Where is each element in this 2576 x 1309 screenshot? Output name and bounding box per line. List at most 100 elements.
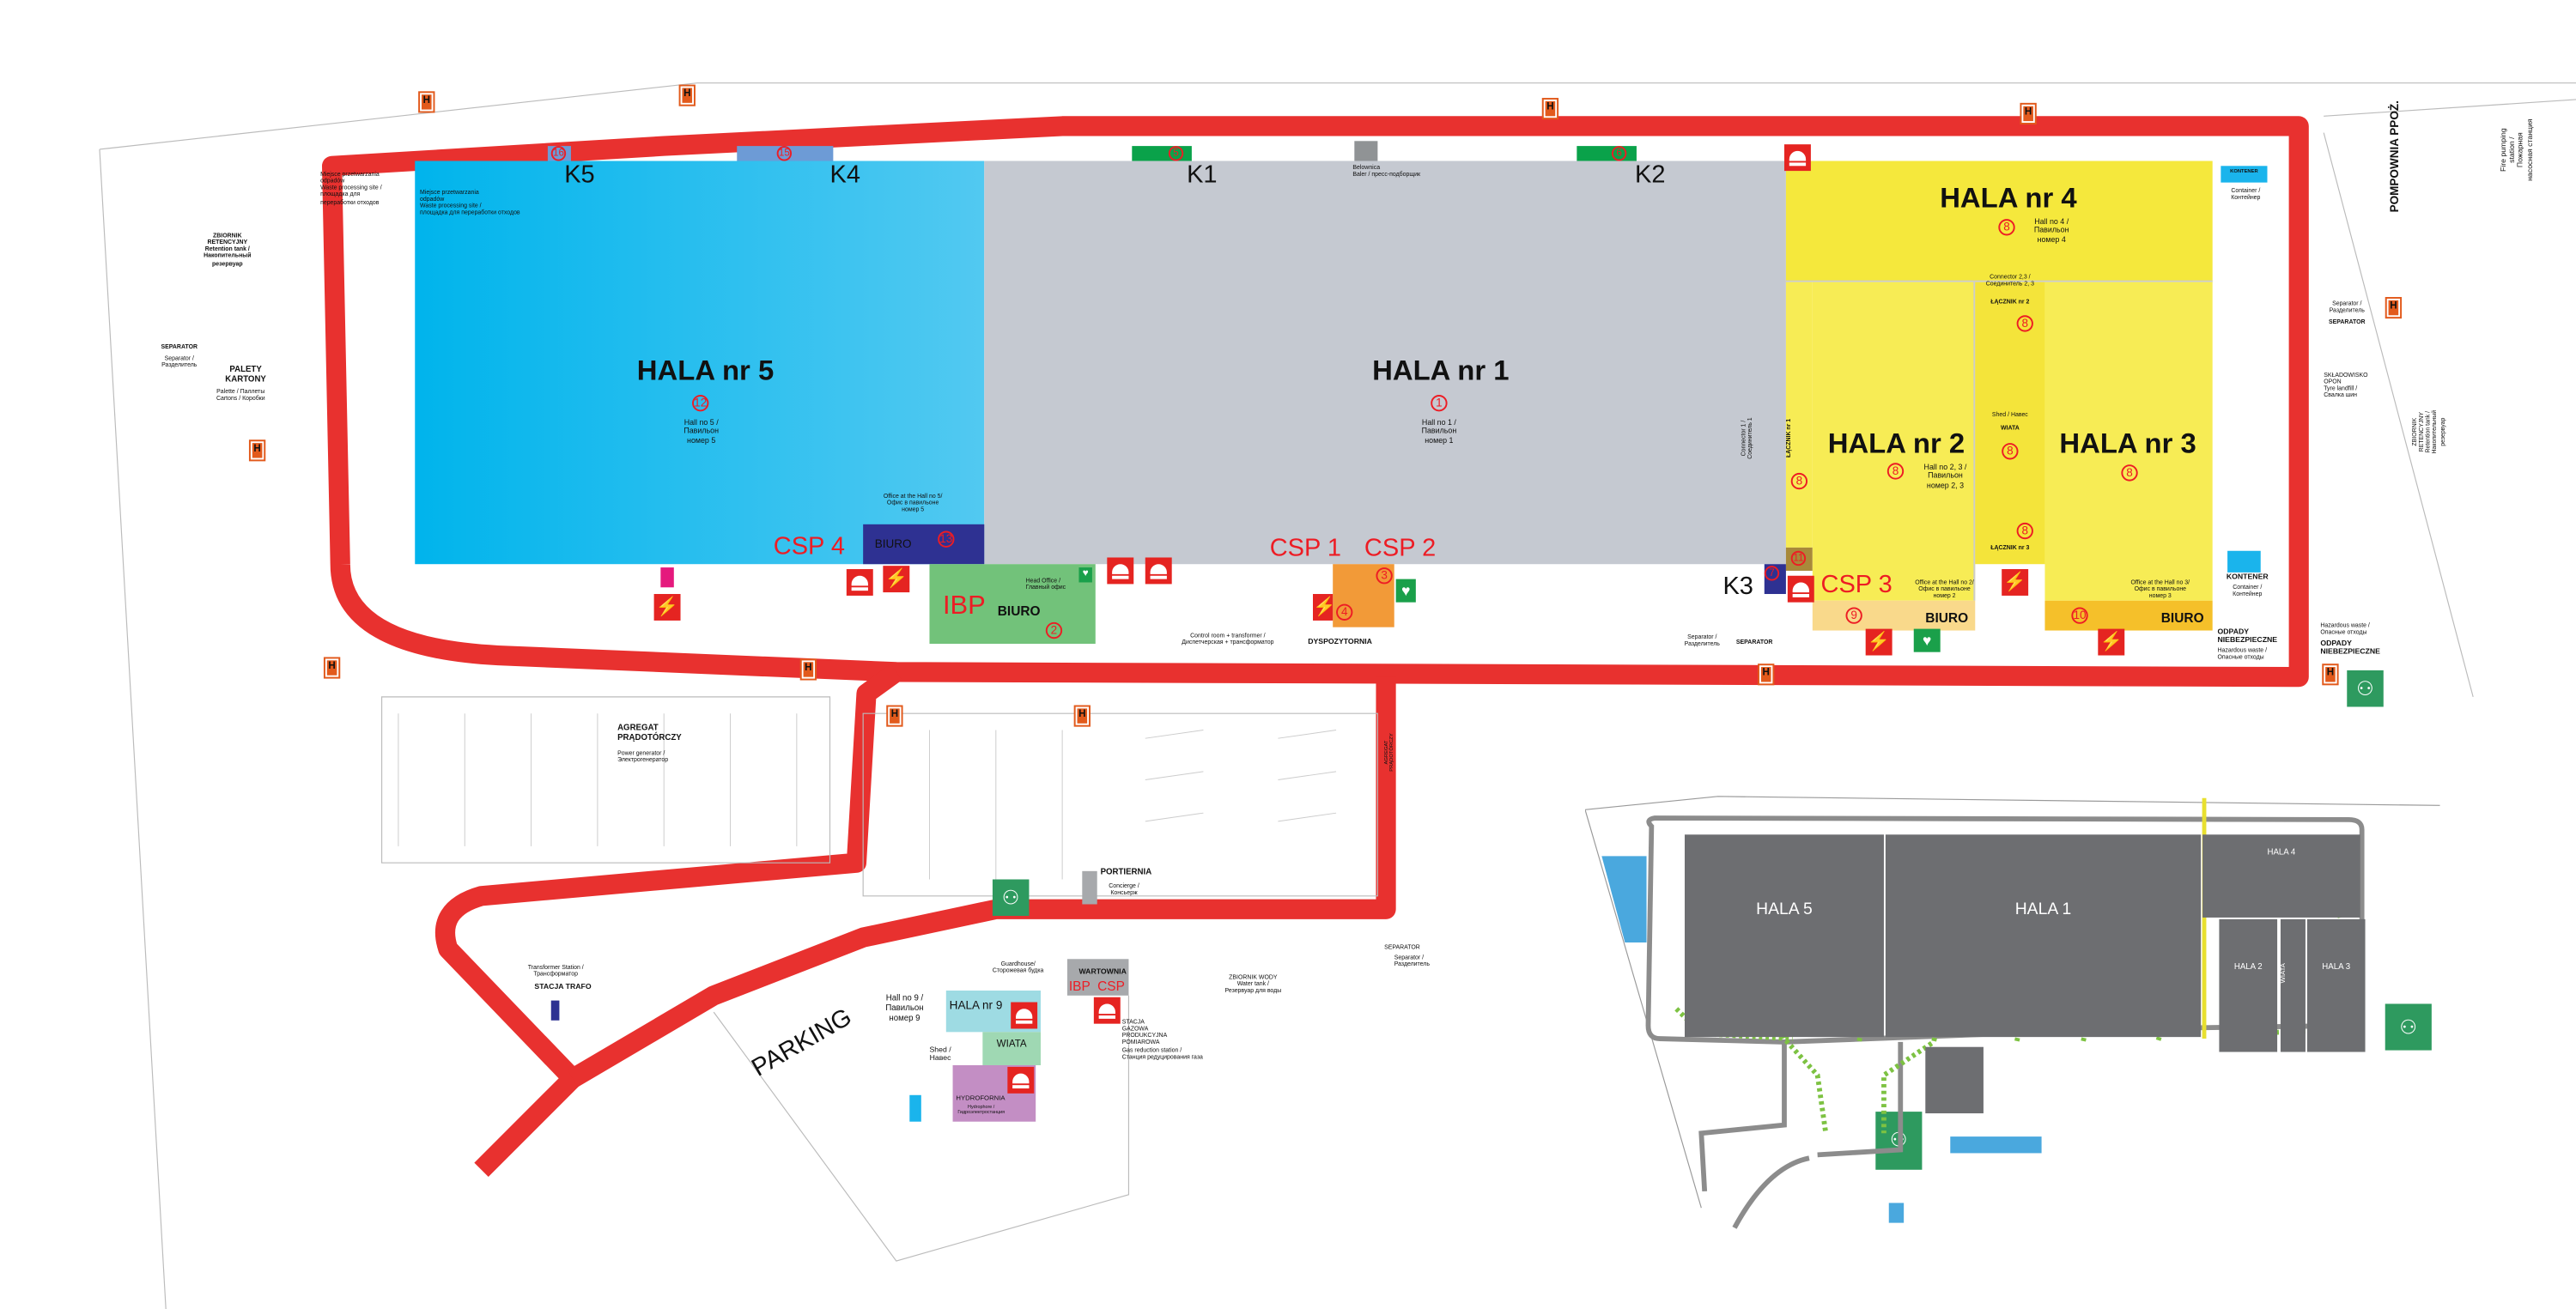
shed-9[interactable] [982, 1032, 1041, 1065]
entrance-road [434, 664, 902, 1177]
pump-station-label: POMPOWNIA PPOŻ. [2390, 100, 2403, 213]
waste-site-label: Miejsce przetwarzania odpadów Waste proc… [420, 189, 520, 217]
separator-south-desc: Separator / Разделитель [1394, 954, 1430, 968]
fire-alarm-bell-icon[interactable] [1787, 575, 1814, 603]
concierge[interactable] [1082, 870, 1097, 905]
portiernia-label: PORTIERNIA [1100, 867, 1152, 878]
retention-tank-right: ZBIORNIK RETENCYJNY Retention tank / Нак… [2411, 409, 2445, 454]
hall-2[interactable] [1812, 282, 1976, 601]
head-office[interactable] [929, 564, 1096, 645]
gate-k4: K4 [829, 161, 860, 190]
assembly-point-icon[interactable]: ⚇ [2385, 1003, 2432, 1051]
hydrant-icon: H [248, 439, 266, 462]
fire-alarm-bell-icon[interactable] [846, 569, 873, 596]
csp-3-label: CSP 3 [1820, 570, 1893, 599]
connector-1-number: 8 [1790, 472, 1808, 490]
fire-alarm-bell-icon[interactable] [1783, 144, 1811, 172]
connector-1-label: Connector 1 / Соединитель 1 [1740, 417, 1754, 459]
hydrant-icon: H [678, 84, 696, 106]
fire-alarm-bell-icon[interactable] [1011, 1002, 1038, 1029]
hall-1-title: HALA nr 1 [1372, 355, 1510, 387]
ibp-csp-label: IBP CSP [1068, 978, 1125, 993]
water-tank-label: ZBIORNIK WODY Water tank / Резервуар для… [1224, 973, 1282, 995]
wiata-number: 8 [2002, 443, 2019, 460]
minimap-wiata-label: WIATA [2278, 963, 2287, 984]
hydrant-icon: H [2385, 297, 2403, 319]
hydrant-icon: H [1541, 98, 1559, 120]
hall-2-number: 8 [1886, 463, 1905, 480]
hydrant-icon: H [418, 91, 435, 113]
shed-wiata[interactable] [1975, 282, 2045, 565]
shed-label: Shed / Навес [1991, 411, 2028, 419]
electrical-switchboard-icon[interactable]: ⚡ [1865, 628, 1893, 656]
electrical-switchboard-icon[interactable]: ⚡ [2002, 569, 2029, 596]
control-room-label: Control room + transformer / Диспетчерск… [1182, 632, 1274, 646]
dyspozytornia-label: DYSPOZYTORNIA [1308, 637, 1372, 645]
hall-5[interactable] [415, 161, 985, 565]
aed-icon[interactable]: ♥ [1395, 579, 1416, 603]
minimap-wiata: WIATA [2278, 918, 2306, 1052]
gate-15-number: 15 [776, 146, 793, 161]
hall-4-desc: Hall no 4 / Павильон номер 4 [2033, 217, 2069, 244]
electrical-switchboard-icon[interactable]: ⚡ [653, 594, 681, 621]
aed-icon[interactable]: ♥ [1913, 628, 1941, 652]
office-hall-5-label: Office at the Hall no 5/ Офис в павильон… [883, 493, 943, 513]
transformer-desc: Transformer Station / Трансформатор [527, 964, 584, 978]
assembly-point-icon[interactable]: ⚇ [2347, 670, 2384, 707]
electrical-switchboard-icon[interactable]: ⚡ [1313, 594, 1335, 621]
minimap-hall-4-label: HALA 4 [2267, 847, 2296, 858]
hazard-waste-right-desc: Hazardous waste / Опасные отходы [2320, 621, 2370, 636]
connector-1[interactable] [1785, 282, 1813, 548]
fire-alarm-bell-icon[interactable] [1007, 1066, 1035, 1094]
office-hall-5[interactable] [863, 524, 985, 565]
hall-4-number: 8 [1998, 219, 2015, 236]
separator-right-title: SEPARATOR [2329, 318, 2366, 325]
waste-site-left-label: Miejsce przetwarzania odpadów Waste proc… [320, 171, 382, 205]
office-hall-2-biuro: BIURO [1925, 610, 1969, 626]
hall-1[interactable] [984, 161, 1786, 565]
electrical-switchboard-icon[interactable]: ⚡ [2098, 628, 2125, 656]
lacznik-3-label: ŁĄCZNIK nr 3 [1990, 544, 2030, 551]
office-hall-3-number: 10 [2071, 607, 2088, 624]
separator-left-desc: Separator / Разделитель [161, 355, 197, 369]
container-bottom [2227, 550, 2261, 573]
generator-label: AGREGAT PRĄDOTÓRCZY [617, 723, 682, 743]
lacznik-2-label: ŁĄCZNIK nr 2 [1990, 298, 2030, 306]
electrical-switchboard-icon[interactable]: ⚡ [883, 566, 910, 593]
wartownia-label: WARTOWNIA [1078, 967, 1127, 976]
gate-k1: K1 [1187, 161, 1218, 190]
fire-alarm-bell-icon[interactable] [1145, 557, 1172, 585]
separator-left-title: SEPARATOR [161, 343, 197, 350]
minimap-hall-3: HALA 3 [2306, 918, 2366, 1052]
head-office-label: Head Office / Главный офис [1025, 577, 1066, 591]
lacznik-3-number: 8 [2016, 522, 2033, 540]
hall-1-desc: Hall no 1 / Павильон номер 1 [1421, 418, 1457, 445]
csp-2-label: CSP 2 [1364, 534, 1437, 563]
office-hall-2[interactable] [1812, 600, 1976, 631]
separator-south-title: SEPARATOR [1384, 943, 1420, 951]
minimap-head-office [1925, 1046, 1984, 1114]
assembly-point-icon[interactable]: ⚇ [992, 879, 1030, 917]
hydrant-icon: H [323, 657, 341, 679]
separator-k3-desc: Separator / Разделитель [1684, 633, 1720, 648]
hall-3[interactable] [2044, 282, 2213, 601]
stacja-trafo-label: STACJA TRAFO [534, 982, 592, 991]
fire-alarm-bell-icon[interactable] [1093, 997, 1121, 1024]
guardhouse[interactable] [1066, 959, 1129, 996]
gate-k2: K2 [1635, 161, 1666, 190]
hazard-waste-label: ODPADY NIEBEZPIECZNE [2217, 627, 2278, 645]
aed-icon[interactable]: ♥ [1078, 567, 1092, 583]
fire-alarm-bell-icon[interactable] [1107, 557, 1134, 585]
evacuation-minimap: HALA 5 HALA 1 HALA 4 HALA 2 WIATA HALA 3 [1585, 793, 2440, 1233]
connector-11-number: 11 [1790, 550, 1807, 567]
generator-small-label: AGREGAT PRĄDOTÓRCZY [1382, 733, 1395, 772]
head-office-number: 2 [1045, 621, 1063, 639]
shed-9-desc: Shed / Навес [929, 1045, 951, 1063]
gate-7-number: 7 [1764, 566, 1780, 581]
office-hall-5-number: 13 [938, 530, 955, 548]
hall-3-title: HALA nr 3 [2059, 427, 2196, 460]
gate-16-number: 16 [550, 146, 567, 161]
minimap-hall-1-label: HALA 1 [2014, 900, 2072, 919]
hydrant-icon: H [2020, 102, 2037, 124]
